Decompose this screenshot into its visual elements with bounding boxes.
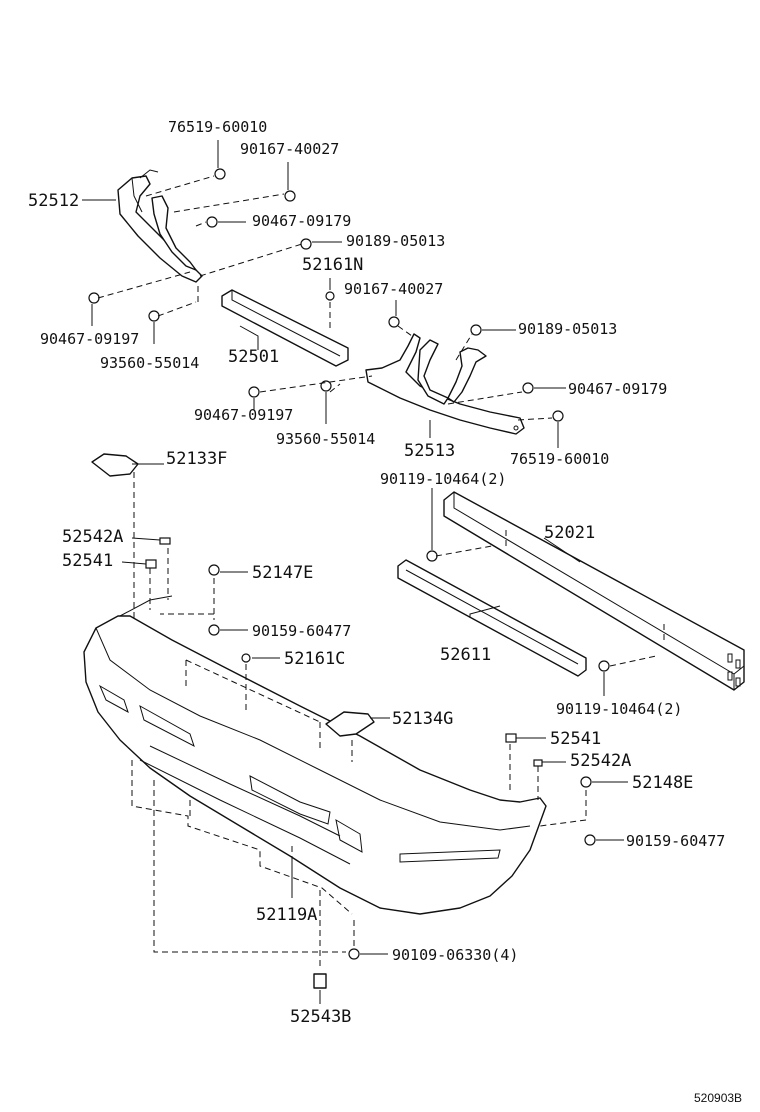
label-52543B: 52543B (290, 1007, 351, 1027)
label-52541-left: 52541 (62, 551, 113, 571)
label-90167-top: 90167-40027 (240, 140, 339, 158)
bumper-side-retainer-right[interactable] (325, 711, 375, 737)
leader-lines (82, 140, 628, 1004)
bumper-reinforcement[interactable] (443, 491, 745, 691)
label-52501: 52501 (228, 347, 279, 367)
label-90467-09179-top: 90467-09179 (252, 212, 351, 230)
label-90109: 90109-06330(4) (392, 946, 518, 964)
label-52119A: 52119A (256, 905, 317, 925)
label-90189-mid: 90189-05013 (518, 320, 617, 338)
bumper-absorber[interactable] (397, 559, 587, 677)
label-90159-right: 90159-60477 (626, 832, 725, 850)
label-52512: 52512 (28, 191, 79, 211)
label-52513: 52513 (404, 441, 455, 461)
label-90467-09197-mid: 90467-09197 (194, 406, 293, 424)
diagram-code: 520903B (694, 1091, 742, 1105)
label-90467-09179-right: 90467-09179 (568, 380, 667, 398)
label-52542A-right: 52542A (570, 751, 631, 771)
label-90119-top: 90119-10464(2) (380, 470, 506, 488)
label-76519-top: 76519-60010 (168, 118, 267, 136)
label-90119-bottom: 90119-10464(2) (556, 700, 682, 718)
label-52134G: 52134G (392, 709, 453, 729)
label-52611: 52611 (440, 645, 491, 665)
right-bumper-arm-bracket[interactable] (365, 333, 525, 435)
label-76519-right: 76519-60010 (510, 450, 609, 468)
label-52161C: 52161C (284, 649, 345, 669)
label-52133F: 52133F (166, 449, 227, 469)
bumper-reinforcement-support[interactable] (221, 289, 349, 367)
label-90159-left: 90159-60477 (252, 622, 351, 640)
label-52541-right: 52541 (550, 729, 601, 749)
bumper-pad[interactable] (313, 973, 327, 989)
label-90167-mid: 90167-40027 (344, 280, 443, 298)
label-93560-left: 93560-55014 (100, 354, 199, 372)
label-93560-mid: 93560-55014 (276, 430, 375, 448)
label-52542A-left: 52542A (62, 527, 123, 547)
label-52147E: 52147E (252, 563, 313, 583)
label-52021: 52021 (544, 523, 595, 543)
left-bumper-arm-bracket[interactable] (117, 169, 203, 283)
front-bumper-cover[interactable] (83, 595, 547, 915)
alignment-lines (97, 175, 665, 970)
label-90189-top: 90189-05013 (346, 232, 445, 250)
bumper-side-retainer-left[interactable] (91, 453, 139, 477)
label-52148E: 52148E (632, 773, 693, 793)
fastener-icons (88, 168, 610, 960)
label-90467-09197-left: 90467-09197 (40, 330, 139, 348)
label-52161N: 52161N (302, 255, 363, 275)
part-labels: 76519-60010 90167-40027 52512 90467-0917… (28, 118, 742, 1105)
